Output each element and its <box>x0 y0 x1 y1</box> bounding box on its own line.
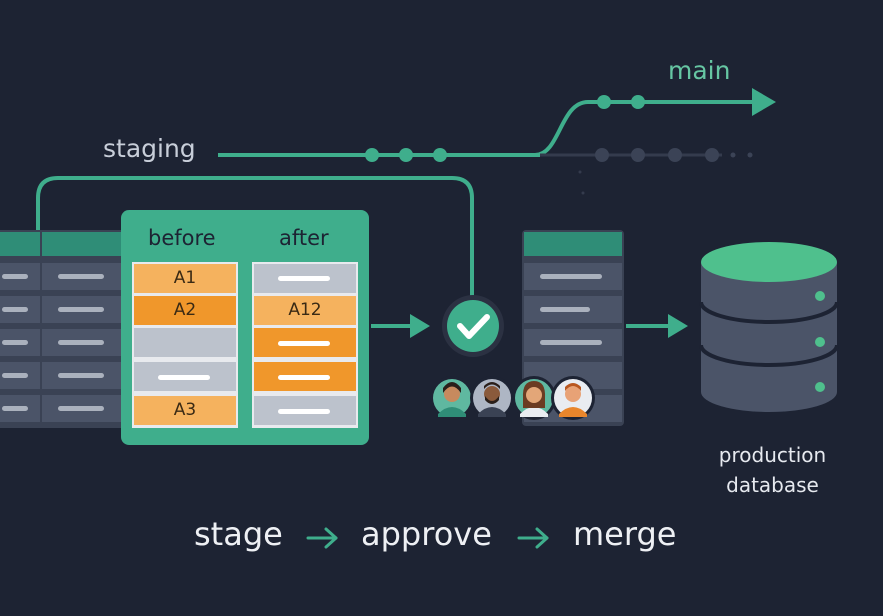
main-branch-arrowhead <box>752 88 776 116</box>
flow-step-approve: approve <box>361 515 492 553</box>
future-commit-dot <box>668 148 682 162</box>
before-cell: A3 <box>173 400 197 420</box>
before-cell: A1 <box>173 268 197 288</box>
main-commit-dot <box>631 95 645 109</box>
flow-step-merge: merge <box>573 515 677 553</box>
main-branch-line <box>534 100 760 157</box>
database-icon <box>699 242 839 412</box>
before-column-header: before <box>148 226 216 250</box>
staging-commit-dot <box>399 148 413 162</box>
base-table <box>0 230 126 428</box>
main-branch-label: main <box>668 56 731 85</box>
flow-step-stage: stage <box>194 515 283 553</box>
avatar-icon <box>470 376 514 420</box>
avatar-icon <box>551 376 595 420</box>
merged-table <box>522 230 624 426</box>
database-label-line1: production <box>718 443 827 467</box>
staging-branch-label: staging <box>103 134 196 163</box>
future-dot-small <box>730 152 736 158</box>
database-label-line2: database <box>726 473 819 497</box>
review-connector <box>36 176 474 298</box>
arrow-right-icon <box>306 527 338 549</box>
future-dot-small <box>747 152 753 158</box>
future-commit-dot <box>595 148 609 162</box>
check-icon <box>442 295 504 357</box>
database-label: production database <box>690 440 855 500</box>
staging-commit-dot <box>365 148 379 162</box>
avatar-icon <box>430 376 474 420</box>
avatar-icon <box>512 376 556 420</box>
before-cell: A2 <box>173 300 197 320</box>
reviewer-avatars <box>430 376 595 420</box>
future-commit-dot <box>705 148 719 162</box>
future-commit-dot <box>631 148 645 162</box>
diff-panel <box>121 210 369 445</box>
main-commit-dot <box>597 95 611 109</box>
future-dot-small <box>578 170 582 174</box>
arrow-right-icon <box>371 314 430 338</box>
staging-commit-dot <box>433 148 447 162</box>
arrow-right-icon <box>626 314 688 338</box>
arrow-right-icon <box>517 527 549 549</box>
future-dot-small <box>581 191 585 195</box>
after-cell: A12 <box>288 300 322 320</box>
after-column-header: after <box>279 226 329 250</box>
